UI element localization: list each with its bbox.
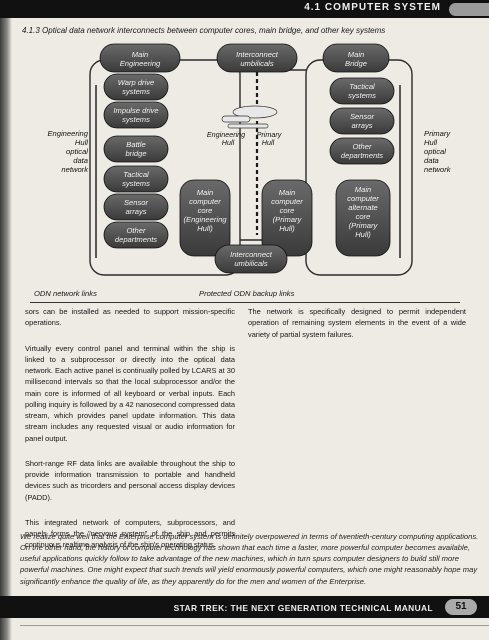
- warp-drive-box: [103, 73, 169, 101]
- impulse-drive-box: [103, 101, 169, 129]
- other-left-box: [103, 221, 169, 249]
- header-pill: [449, 3, 489, 16]
- authors-note: We realize quite well that the Enterpris…: [20, 532, 479, 586]
- sensor-left-box: [103, 193, 169, 221]
- main-bridge-box: [322, 43, 390, 73]
- starship-icon: [221, 105, 278, 129]
- caption-odn-links: ODN network links: [34, 289, 97, 298]
- tactical-right-box: [329, 77, 395, 105]
- footer-band: [0, 596, 489, 618]
- interconnect-bottom-box: [214, 244, 288, 274]
- interconnect-top-box: [216, 43, 298, 73]
- header-band: [0, 0, 489, 18]
- body-paragraph: This integrated network of computers, su…: [25, 517, 235, 550]
- battle-bridge-box: [103, 135, 169, 163]
- caption-protected-links: Protected ODN backup links: [199, 289, 295, 298]
- main-engineering-box: [99, 43, 181, 73]
- body-left-column: sors can be installed as needed to suppo…: [25, 306, 235, 565]
- body-right-column: The network is specifically designed to …: [248, 306, 466, 354]
- bottom-rule: [20, 625, 489, 626]
- body-paragraph: Virtually every control panel and termin…: [25, 343, 235, 443]
- body-paragraph: The network is specifically designed to …: [248, 307, 466, 339]
- section-title: 4.1.3 Optical data network interconnects…: [22, 26, 386, 35]
- other-right-box: [329, 137, 395, 165]
- page-number: 51: [445, 599, 477, 615]
- core-alternate-box: [335, 179, 391, 257]
- body-paragraph: Short-range RF data links are available …: [25, 458, 235, 502]
- caption-rule: [30, 302, 460, 303]
- tactical-left-box: [103, 165, 169, 193]
- core-engineering-box: [179, 179, 231, 257]
- scan-edge: [0, 0, 12, 640]
- footer-title: STAR TREK: THE NEXT GENERATION TECHNICAL…: [173, 603, 433, 613]
- body-paragraph: sors can be installed as needed to suppo…: [25, 307, 235, 328]
- sensor-right-box: [329, 107, 395, 135]
- header-title: 4.1 COMPUTER SYSTEM: [304, 2, 441, 13]
